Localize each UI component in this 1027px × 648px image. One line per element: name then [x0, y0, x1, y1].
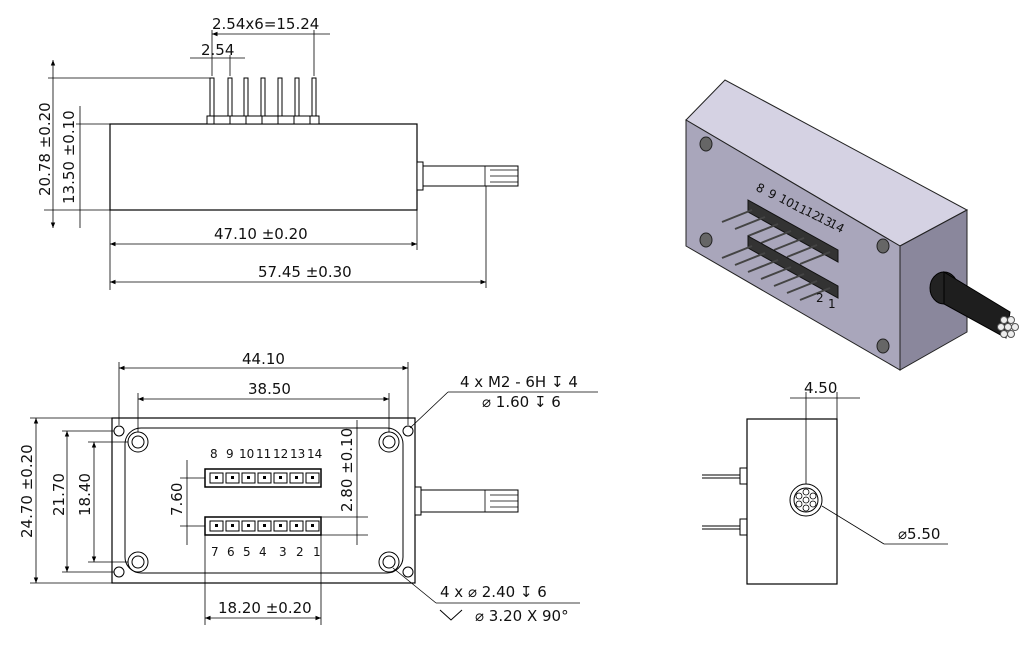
- pin-label-11: 11: [256, 447, 271, 461]
- hole-note-line1: 4 x ⌀ 2.40 ↧ 6: [440, 583, 547, 601]
- dim-cable-diameter: ⌀5.50: [898, 525, 940, 543]
- side-pin-header: [206, 77, 320, 125]
- top-pin-row-upper: [204, 468, 322, 488]
- dim-length-total: 57.45 ±0.30: [258, 263, 352, 281]
- dim-height-holes: 21.70: [50, 473, 68, 516]
- side-view: 2.54x6=15.24 2.54 20.78 ±0.20 13.50 ±0.1…: [36, 15, 519, 290]
- dim-pitch-total: 2.54x6=15.24: [212, 15, 319, 33]
- top-view: 8 9 10 11 12 13 14 7 6 5 4 3 2 1 44.10 3…: [18, 350, 598, 625]
- dim-height-total: 20.78 ±0.20: [36, 102, 54, 196]
- hole-note-line2: ⌀ 3.20 X 90°: [475, 607, 569, 625]
- top-inner-outline: [124, 427, 404, 574]
- side-cable-boot: [416, 161, 424, 191]
- end-body: [746, 418, 838, 585]
- dim-height-body: 13.50 ±0.10: [60, 110, 78, 204]
- pin-label-4: 4: [259, 545, 267, 559]
- pin-label-8: 8: [210, 447, 218, 461]
- thread-note-line1: 4 x M2 - 6H ↧ 4: [460, 373, 578, 391]
- pin-label-12: 12: [273, 447, 288, 461]
- dim-pin-span: 18.20 ±0.20: [218, 599, 312, 617]
- top-pin-row-lower: [204, 516, 322, 536]
- top-body: [111, 417, 416, 584]
- pin-label-5: 5: [243, 545, 251, 559]
- top-hole-br: [378, 551, 400, 573]
- iso-pin-label-10: 10: [777, 191, 797, 211]
- iso-hole-bl: [699, 232, 713, 248]
- iso-pin-label-12: 12: [803, 204, 823, 224]
- dim-row-offset: 2.80 ±0.10: [338, 428, 356, 512]
- iso-pin-label-11: 11: [790, 198, 810, 218]
- iso-pin-label-2: 2: [816, 291, 824, 305]
- pin-label-10: 10: [239, 447, 254, 461]
- iso-hole-tr: [876, 238, 890, 254]
- pin-label-7: 7: [211, 545, 219, 559]
- side-body: [109, 123, 418, 211]
- iso-pin-label-14: 14: [827, 216, 847, 236]
- iso-hole-tl: [699, 136, 713, 152]
- dim-row-spacing: 7.60: [168, 483, 186, 516]
- iso-pin-header-top: [721, 199, 839, 265]
- isometric-view: 8 9 10 11 12 13 14 2 1: [685, 79, 1019, 371]
- countersink-symbol: [439, 609, 463, 621]
- pin-label-13: 13: [290, 447, 305, 461]
- iso-pin-header-bottom: [721, 235, 839, 301]
- iso-pin-label-13: 13: [815, 210, 835, 230]
- dim-end-offset: 4.50: [804, 379, 837, 397]
- dim-width-holes: 38.50: [248, 380, 291, 398]
- pin-label-3: 3: [279, 545, 287, 559]
- iso-cable: [943, 271, 1011, 339]
- iso-hole-br: [876, 338, 890, 354]
- iso-cable-strands: [997, 316, 1019, 338]
- pin-label-6: 6: [227, 545, 235, 559]
- end-view: 4.50 ⌀5.50: [702, 379, 948, 585]
- dim-height-outer: 24.70 ±0.20: [18, 444, 36, 538]
- dim-width-outer: 44.10: [242, 350, 285, 368]
- thread-note-line2: ⌀ 1.60 ↧ 6: [482, 393, 561, 411]
- pin-label-1: 1: [313, 545, 321, 559]
- dim-length-body: 47.10 ±0.20: [214, 225, 308, 243]
- iso-pin-label-1: 1: [828, 297, 836, 311]
- dim-height-inner: 18.40: [76, 473, 94, 516]
- iso-front-face: [685, 119, 901, 371]
- pin-label-14: 14: [307, 447, 322, 461]
- dim-pitch: 2.54: [201, 41, 234, 59]
- end-cable: [789, 483, 823, 517]
- pin-label-9: 9: [226, 447, 234, 461]
- pin-label-2: 2: [296, 545, 304, 559]
